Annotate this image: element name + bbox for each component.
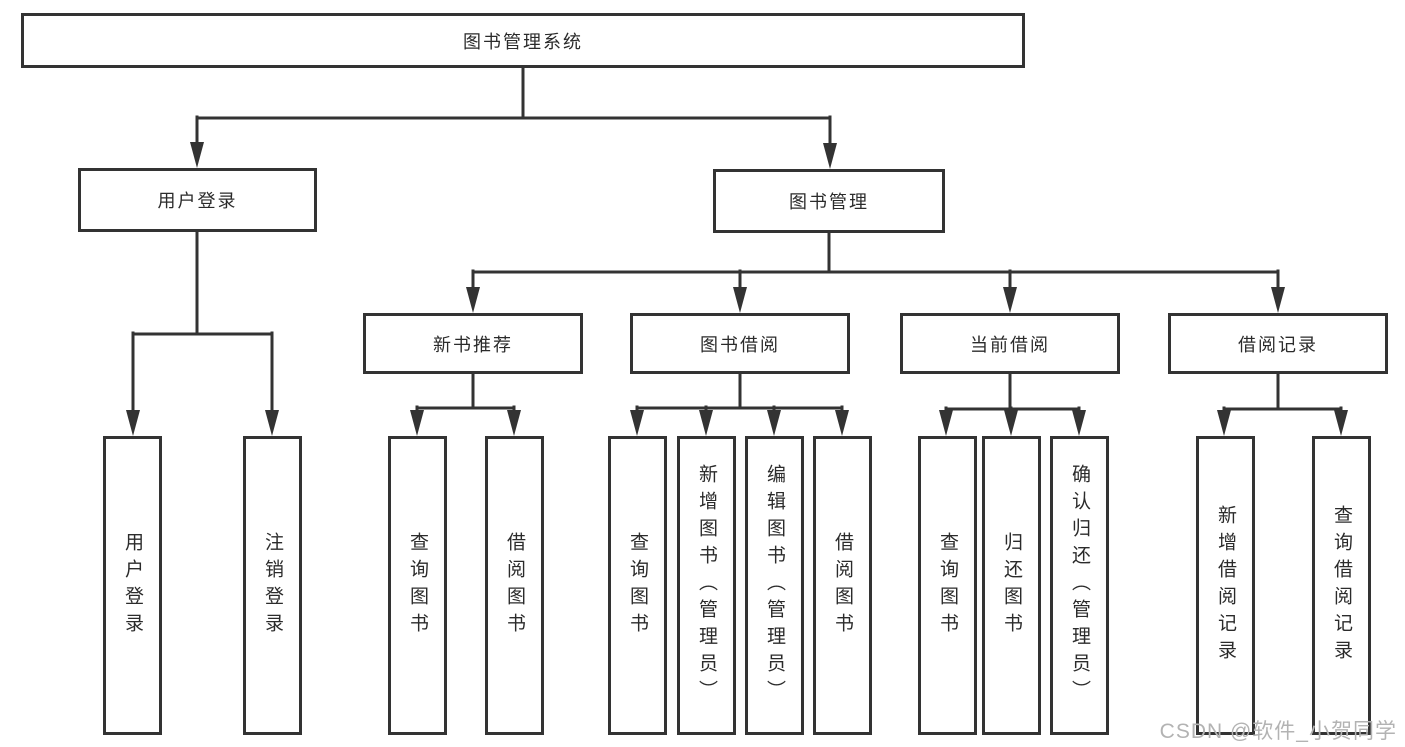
node-book-management-label: 图书管理 [789,192,869,212]
node-user-login-label: 用户登录 [157,191,238,211]
node-current-borrow: 当前借阅 [900,313,1120,374]
node-leaf-query-book-2-label: 查询图书 [627,531,648,640]
node-leaf-logout: 注销登录 [243,436,302,735]
node-leaf-borrow-book-1: 借阅图书 [485,436,544,735]
node-root: 图书管理系统 [21,13,1025,68]
watermark: CSDN @软件_小贺同学 [1159,720,1397,743]
node-leaf-borrow-book-2-label: 借阅图书 [832,531,853,640]
node-borrow-record: 借阅记录 [1168,313,1388,374]
node-borrow-record-label: 借阅记录 [1238,334,1318,355]
node-leaf-add-borrow-record-label: 新增借阅记录 [1215,504,1236,667]
node-leaf-borrow-book-1-label: 借阅图书 [504,531,525,640]
node-book-borrow: 图书借阅 [630,313,850,374]
node-leaf-add-book-admin-label: 新增图书（管理员） [696,464,717,707]
node-leaf-query-book-2: 查询图书 [608,436,667,735]
node-leaf-return-book-label: 归还图书 [1001,531,1022,640]
node-leaf-add-book-admin: 新增图书（管理员） [677,436,736,735]
node-new-book-recommend-label: 新书推荐 [433,334,513,355]
node-current-borrow-label: 当前借阅 [970,334,1050,355]
node-root-label: 图书管理系统 [463,31,583,52]
node-leaf-logout-label: 注销登录 [262,531,283,640]
node-book-borrow-label: 图书借阅 [700,334,780,355]
node-leaf-edit-book-admin: 编辑图书（管理员） [745,436,804,735]
node-leaf-add-borrow-record: 新增借阅记录 [1196,436,1255,735]
node-leaf-query-book-1-label: 查询图书 [407,531,428,640]
node-book-management: 图书管理 [713,169,945,233]
node-leaf-edit-book-admin-label: 编辑图书（管理员） [764,464,785,707]
node-leaf-user-login-label: 用户登录 [122,531,143,640]
node-leaf-query-borrow-record: 查询借阅记录 [1312,436,1371,735]
arrowhead-icons [126,142,1348,436]
node-leaf-return-book: 归还图书 [982,436,1041,735]
node-user-login: 用户登录 [78,168,317,232]
node-leaf-confirm-return-admin: 确认归还（管理员） [1050,436,1109,735]
node-new-book-recommend: 新书推荐 [363,313,583,374]
node-leaf-borrow-book-2: 借阅图书 [813,436,872,735]
node-leaf-query-book-3: 查询图书 [918,436,977,735]
node-leaf-user-login: 用户登录 [103,436,162,735]
node-leaf-confirm-return-admin-label: 确认归还（管理员） [1069,464,1090,707]
node-leaf-query-book-1: 查询图书 [388,436,447,735]
node-leaf-query-book-3-label: 查询图书 [937,531,958,640]
node-leaf-query-borrow-record-label: 查询借阅记录 [1331,504,1352,667]
